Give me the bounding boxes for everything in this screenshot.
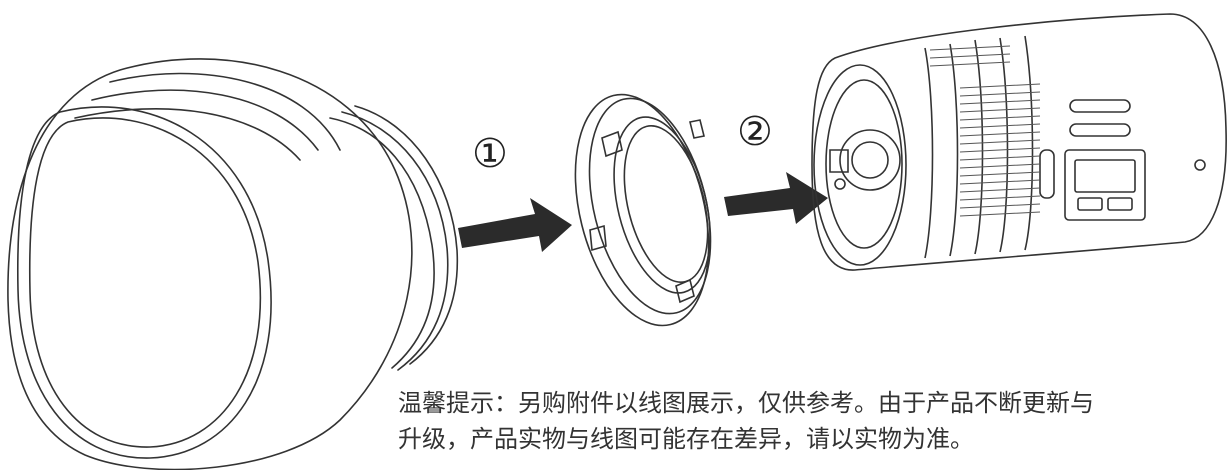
step-1-label: ①: [472, 131, 508, 177]
step-2-label: ②: [737, 109, 773, 155]
light-unit: [811, 13, 1227, 271]
arrow-step-1-icon: [458, 198, 572, 252]
dome-diffuser: [7, 58, 459, 470]
adapter-ring: [574, 93, 712, 327]
disclaimer-line-2: 升级，产品实物与线图可能存在差异，请以实物为准。: [398, 425, 974, 453]
disclaimer-line-1: 温馨提示：另购附件以线图展示，仅供参考。由于产品不断更新与: [398, 389, 1094, 417]
knurl-texture: [929, 45, 1041, 217]
disclaimer-note: 温馨提示：另购附件以线图展示，仅供参考。由于产品不断更新与 升级，产品实物与线图…: [398, 385, 1229, 457]
arrow-step-2-icon: [724, 172, 828, 224]
